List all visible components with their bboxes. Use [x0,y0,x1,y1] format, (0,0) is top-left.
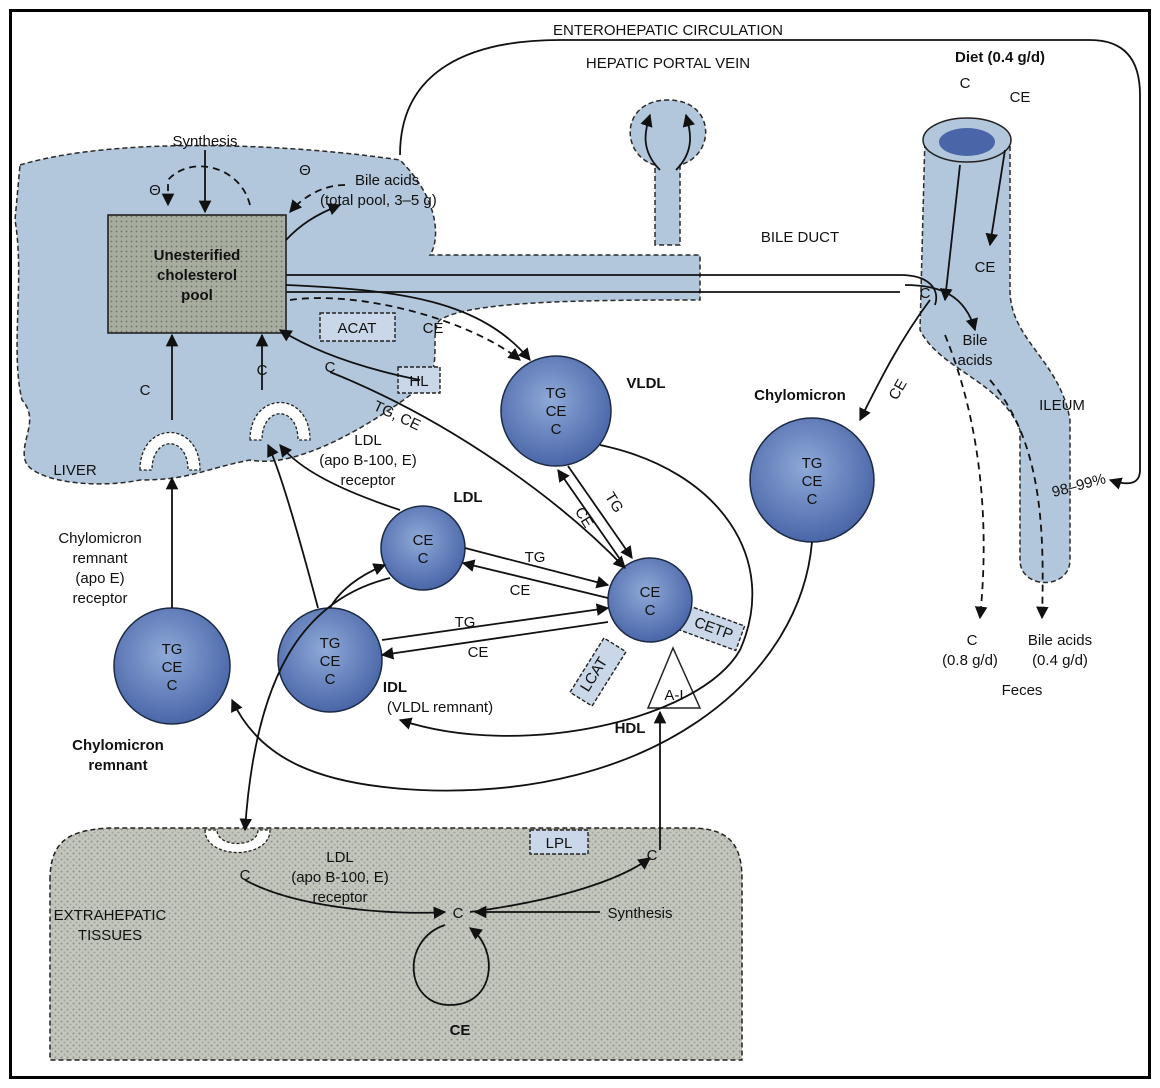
remnant-content-tg: TG [162,641,183,658]
chylo-receptor-label-3: (apo E) [75,570,124,587]
ileum-c-label: C [920,285,931,302]
chylo-receptor-label-1: Chylomicron [58,530,141,547]
ldl-name: LDL [453,489,482,506]
ileum-ce-to-chylo-label: CE [886,376,911,403]
diet-ce-label: CE [1010,89,1031,106]
remnant-content-c: C [167,677,178,694]
hdl-name: HDL [615,720,646,737]
chylo-receptor-label-2: remnant [72,550,128,567]
tissue-c-efflux: C [647,847,658,864]
ldl-receptor-label-1: LDL [354,432,382,449]
extrahepatic-label-2: TISSUES [78,927,142,944]
ldl-receptor-label-2: (apo B-100, E) [319,452,417,469]
ileum-bile-label-1: Bile [962,332,987,349]
portal-vein-label: HEPATIC PORTAL VEIN [586,55,750,72]
ileum-bile-label-2: acids [957,352,992,369]
chylomicron-name: Chylomicron [754,387,846,404]
idl-subtitle: (VLDL remnant) [387,699,493,716]
chylomicron-content-ce: CE [802,473,823,490]
pool-label-3: pool [181,287,213,304]
ldl-hdl-tg-label: TG [525,549,546,566]
feces-bile-label: Bile acids [1028,632,1092,649]
idl-to-ldl-arrow [330,565,385,608]
ldl-hdl-ce-label: CE [510,582,531,599]
idl-hdl-exchange-2 [382,622,608,655]
tissue-ldl-receptor-label-2: (apo B-100, E) [291,869,389,886]
vldl-content-tg: TG [546,385,567,402]
portal-vein [630,100,705,245]
acat-ce-label: CE [423,320,444,337]
ileum-label: ILEUM [1039,397,1085,414]
inhibition-symbol-2: Θ [299,162,311,179]
tissue-synthesis-label: Synthesis [607,905,672,922]
hl-label: HL [409,373,428,390]
tissue-c-center: C [453,905,464,922]
vldl-content-ce: CE [546,403,567,420]
tissue-ce-label: CE [450,1022,471,1039]
chylomicron-content-tg: TG [802,455,823,472]
liver-c-label-1: C [325,359,336,376]
ldl-content-c: C [418,550,429,567]
remnant-name-2: remnant [88,757,147,774]
vldl-content-c: C [551,421,562,438]
hdl-content-c: C [645,602,656,619]
diet-label: Diet (0.4 g/d) [955,49,1045,66]
extrahepatic-label-1: EXTRAHEPATIC [54,907,167,924]
idl-hdl-tg-label: TG [455,614,476,631]
ileum-ce-label: CE [975,259,996,276]
tissue-ldl-receptor-label-1: LDL [326,849,354,866]
feces-bile-amount: (0.4 g/d) [1032,652,1088,669]
tissue-ldl-receptor-label-3: receptor [312,889,367,906]
liver-c-label-3: C [140,382,151,399]
idl-content-ce: CE [320,653,341,670]
extrahepatic-tissues-region [50,828,742,1060]
lpl-label: LPL [546,835,573,852]
ileum-lumen [939,128,995,156]
ldl-content-ce: CE [413,532,434,549]
idl-hdl-ce-label: CE [468,644,489,661]
idl-uptake-arrow [268,445,318,608]
vldl-hdl-tg-label: TG [601,489,626,516]
inhibition-symbol-1: Θ [149,182,161,199]
liver-label: LIVER [53,462,97,479]
bile-duct-label: BILE DUCT [761,229,839,246]
remnant-content-ce: CE [162,659,183,676]
chylo-receptor-label-4: receptor [72,590,127,607]
vldl-name: VLDL [626,375,665,392]
idl-hdl-exchange-1 [382,608,608,640]
remnant-name-1: Chylomicron [72,737,164,754]
pool-label-1: Unesterified [154,247,241,264]
acat-label: ACAT [338,320,377,337]
vldl-hdl-ce-label: CE [571,504,596,531]
diet-c-label: C [960,75,971,92]
idl-content-c: C [325,671,336,688]
liver-bile-acids-label-1: Bile acids [355,172,419,189]
ileum-to-chylomicron-arrow [860,300,930,420]
diagram-title: ENTEROHEPATIC CIRCULATION [553,22,783,39]
liver-bile-acids-label-2: (total pool, 3–5 g) [320,192,437,209]
feces-c-amount: (0.8 g/d) [942,652,998,669]
ldl-hdl-exchange-2 [463,563,608,598]
pool-label-2: cholesterol [157,267,237,284]
tissue-c-receptor: C [240,867,251,884]
feces-c-label: C [967,632,978,649]
idl-content-tg: TG [320,635,341,652]
apoa1-label: A-I [664,687,683,704]
feces-title: Feces [1002,682,1043,699]
ileum-tube [920,135,1070,583]
idl-name: IDL [383,679,407,696]
ldl-receptor-label-3: receptor [340,472,395,489]
liver-synthesis-label: Synthesis [172,133,237,150]
hdl-content-ce: CE [640,584,661,601]
chylomicron-content-c: C [807,491,818,508]
liver-c-label-2: C [257,362,268,379]
